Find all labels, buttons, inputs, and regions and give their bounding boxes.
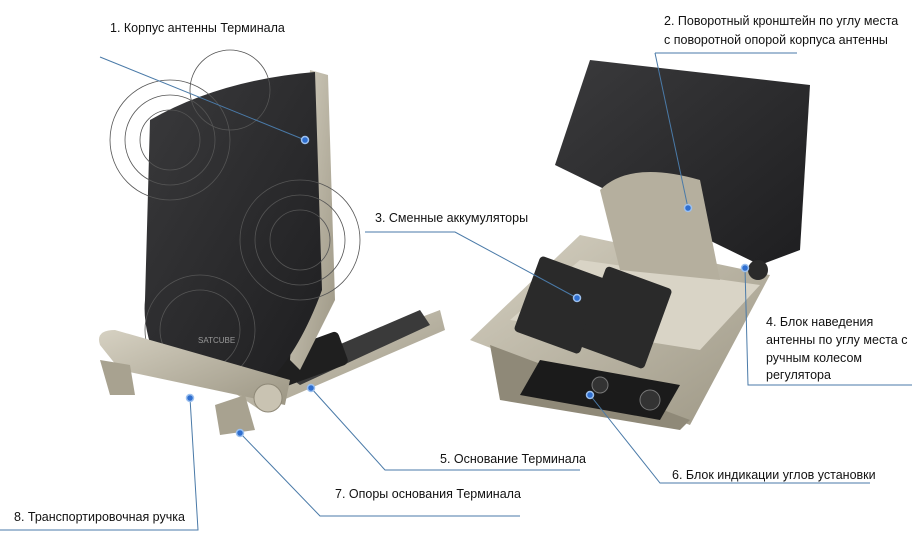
left-terminal-image: SATCUBE: [99, 49, 445, 435]
callout-3: 3. Сменные аккумуляторы: [375, 211, 529, 225]
right-terminal-image: [470, 60, 810, 430]
callout-7: 7. Опоры основания Терминала: [335, 487, 521, 501]
leader-lines: [0, 52, 912, 531]
callout-2-line2: с поворотной опорой корпуса антенны: [664, 33, 888, 47]
callout-dots: [185, 135, 750, 438]
callout-6: 6. Блок индикации углов установки: [672, 468, 876, 482]
callout-8: 8. Транспортировочная ручка: [14, 510, 185, 524]
callout-2-line1: 2. Поворотный кронштейн по углу места: [664, 14, 899, 28]
callout-5: 5. Основание Терминала: [440, 452, 587, 466]
callout-4-line2: антенны по углу места с: [766, 333, 908, 347]
callout-1: 1. Корпус антенны Терминала: [110, 21, 285, 35]
callout-4-line3: ручным колесом: [766, 351, 862, 365]
callout-4-line4: регулятора: [766, 368, 831, 382]
callout-4-line1: 4. Блок наведения: [766, 315, 874, 329]
svg-text:SATCUBE: SATCUBE: [198, 336, 235, 345]
